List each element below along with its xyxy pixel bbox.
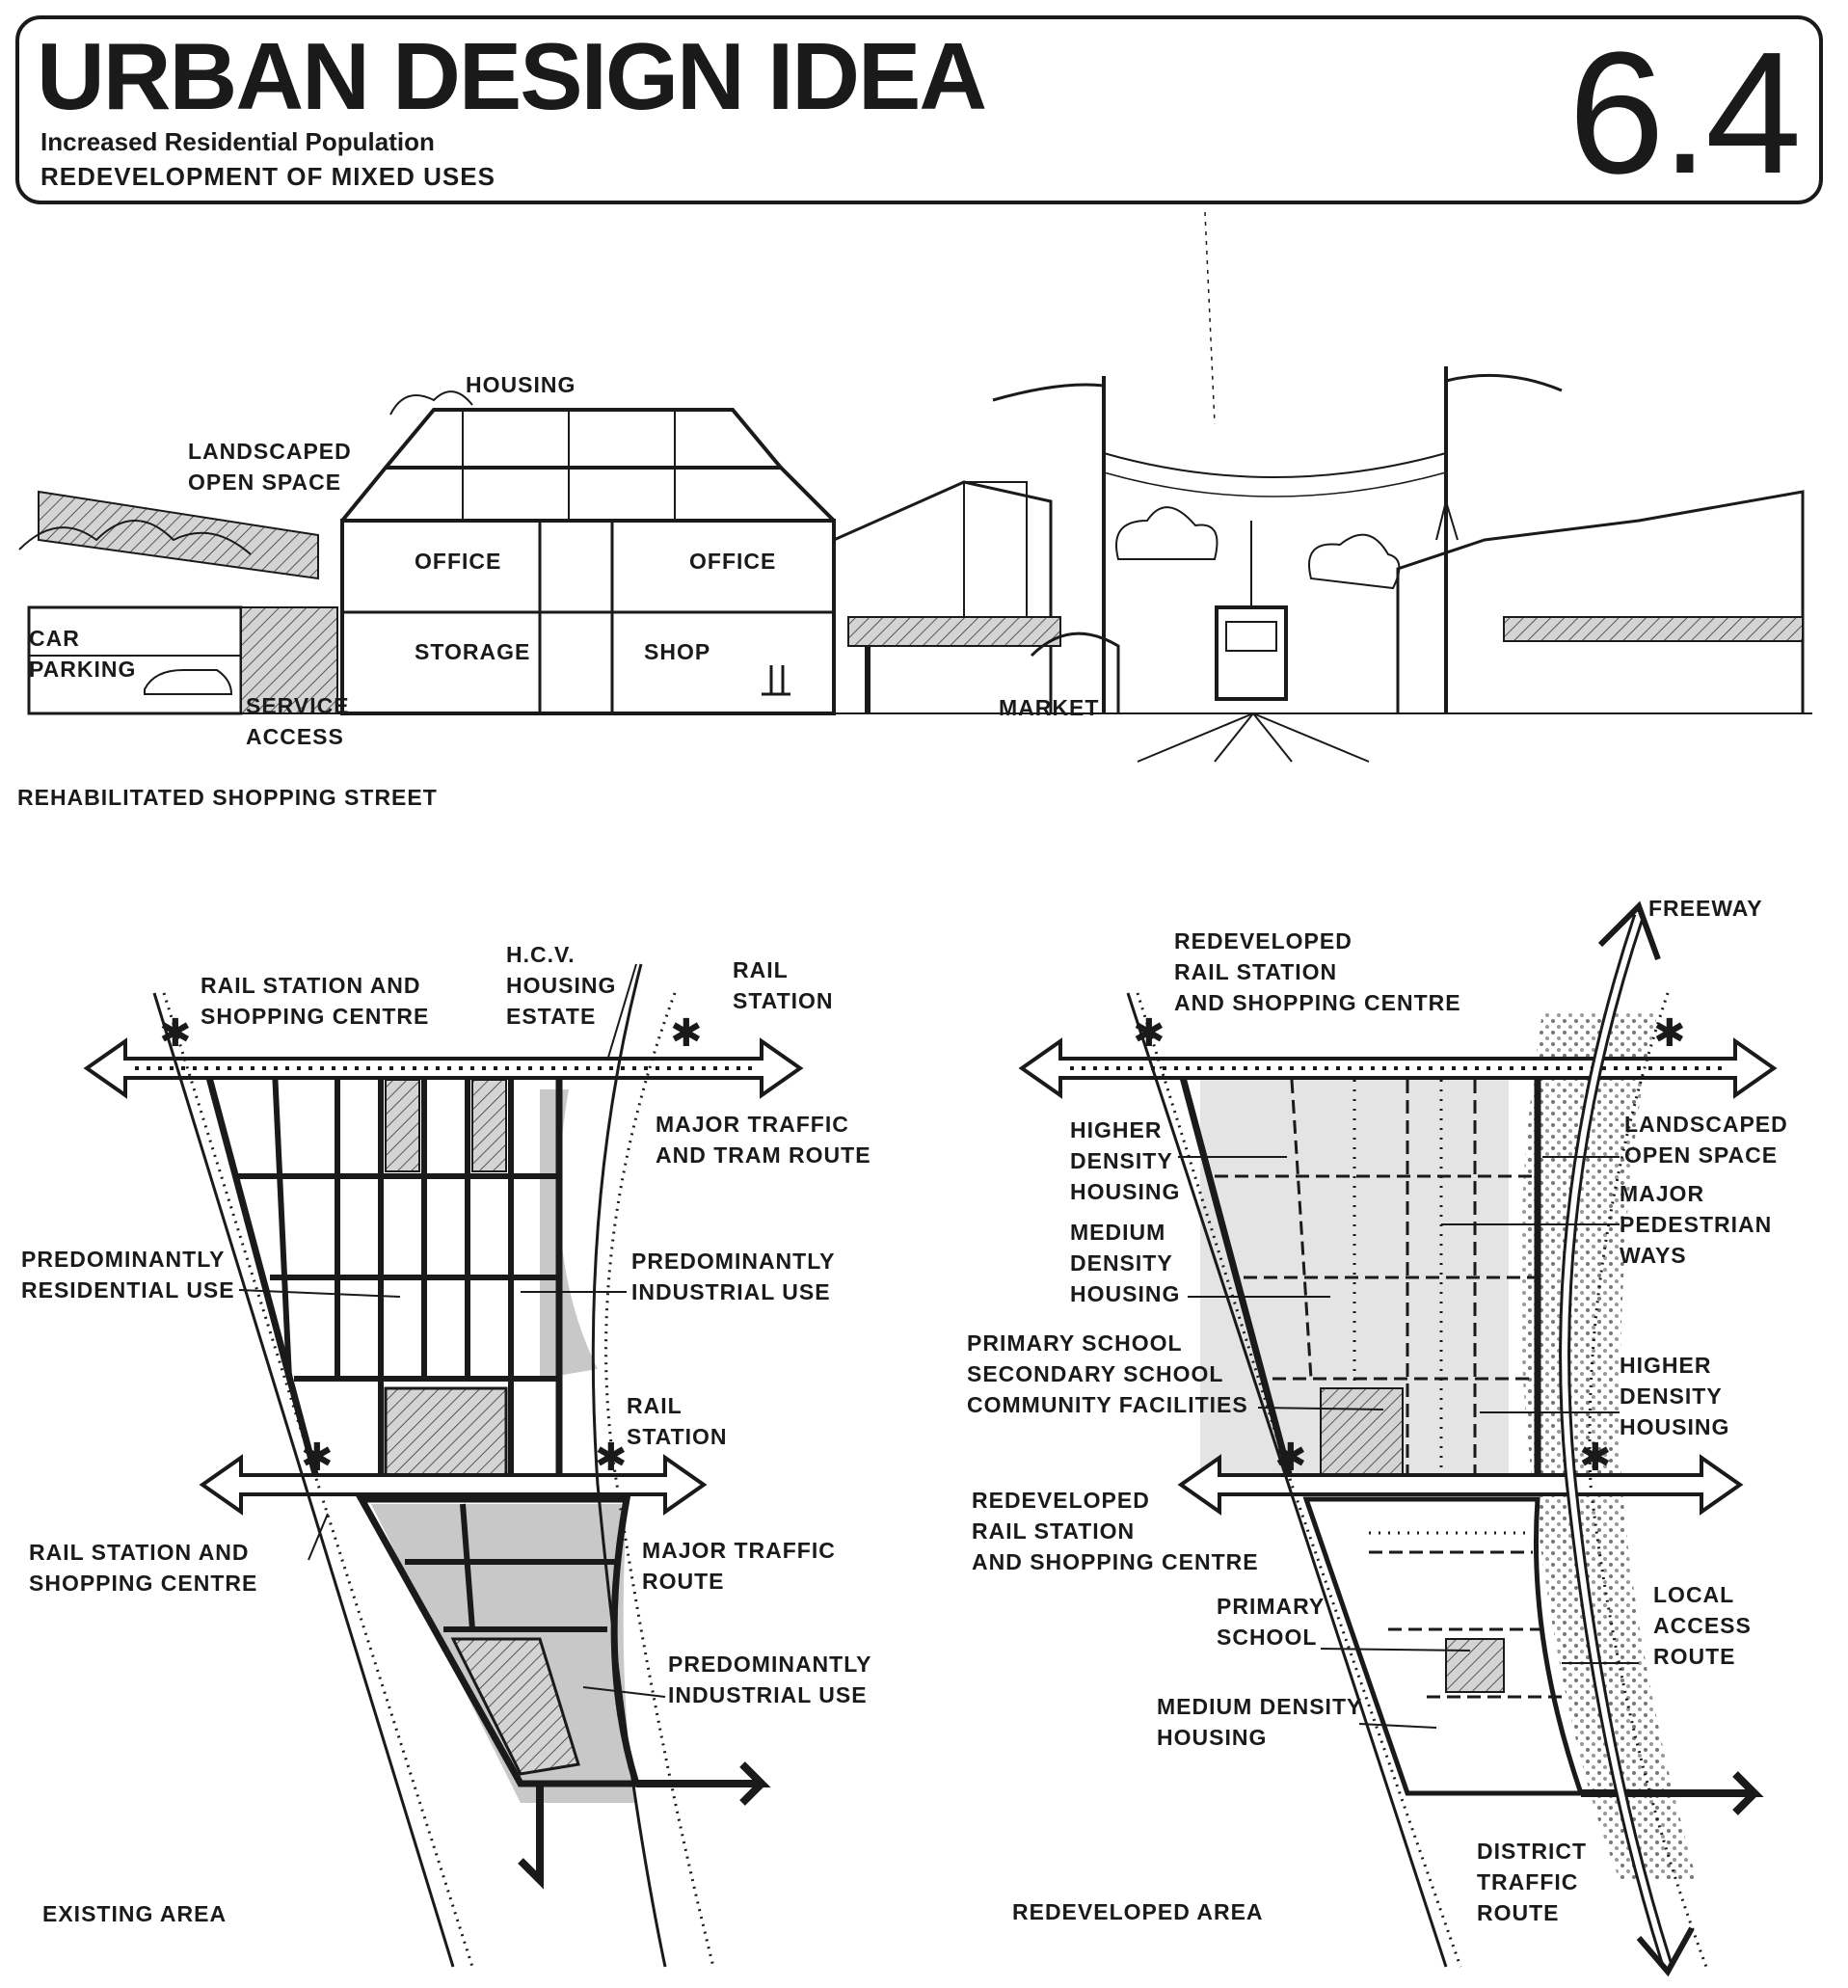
label-office-right: OFFICE [689,546,776,577]
svg-text:✱: ✱ [1579,1436,1612,1480]
label-higher-density-right: HIGHER DENSITY HOUSING [1620,1350,1729,1442]
svg-text:✱: ✱ [595,1436,628,1480]
label-predominantly-industrial-2: PREDOMINANTLY INDUSTRIAL USE [668,1649,872,1710]
label-schools-community: PRIMARY SCHOOL SECONDARY SCHOOL COMMUNIT… [967,1328,1248,1420]
label-predominantly-residential: PREDOMINANTLY RESIDENTIAL USE [21,1244,235,1305]
label-service-access: SERVICE ACCESS [246,690,350,752]
caption-existing-area: EXISTING AREA [42,1901,227,1927]
label-district-traffic-route: DISTRICT TRAFFIC ROUTE [1477,1836,1587,1928]
label-hcv-housing-estate: H.C.V. HOUSING ESTATE [506,939,616,1032]
caption-rehabilitated-street: REHABILITATED SHOPPING STREET [17,785,438,811]
label-landscaped-open-space-street: LANDSCAPED OPEN SPACE [188,436,352,497]
label-higher-density-left: HIGHER DENSITY HOUSING [1070,1115,1180,1207]
label-rail-station-mid: RAIL STATION [627,1390,728,1452]
label-rail-station-shopping-bottom: RAIL STATION AND SHOPPING CENTRE [29,1537,257,1598]
label-local-access-route: LOCAL ACCESS ROUTE [1653,1579,1752,1672]
svg-text:✱: ✱ [1274,1436,1307,1480]
label-freeway: FREEWAY [1648,893,1763,924]
label-primary-school: PRIMARY SCHOOL [1217,1591,1325,1652]
label-redeveloped-rail-bottom: REDEVELOPED RAIL STATION AND SHOPPING CE… [972,1485,1259,1577]
label-shop: SHOP [644,636,710,667]
label-housing: HOUSING [466,369,576,400]
svg-text:✱: ✱ [301,1436,334,1480]
label-car-parking: CAR PARKING [29,623,136,685]
label-major-traffic-route: MAJOR TRAFFIC ROUTE [642,1535,836,1597]
label-rail-station-shopping-top: RAIL STATION AND SHOPPING CENTRE [201,970,429,1032]
label-storage: STORAGE [415,636,530,667]
label-landscaped-open-space-plan: LANDSCAPED OPEN SPACE [1624,1109,1788,1170]
label-redeveloped-rail-top: REDEVELOPED RAIL STATION AND SHOPPING CE… [1174,926,1461,1018]
svg-text:✱: ✱ [1653,1011,1686,1056]
label-medium-density-housing: MEDIUM DENSITY HOUSING [1070,1217,1180,1309]
label-predominantly-industrial-1: PREDOMINANTLY INDUSTRIAL USE [631,1246,836,1307]
svg-text:✱: ✱ [159,1011,192,1056]
label-office-left: OFFICE [415,546,501,577]
label-major-traffic-tram: MAJOR TRAFFIC AND TRAM ROUTE [656,1109,871,1170]
caption-redeveloped-area: REDEVELOPED AREA [1012,1899,1264,1925]
label-major-pedestrian-ways: MAJOR PEDESTRIAN WAYS [1620,1178,1772,1271]
label-rail-station-top: RAIL STATION [733,954,834,1016]
label-market: MARKET [999,692,1099,723]
label-medium-density-housing-2: MEDIUM DENSITY HOUSING [1157,1691,1362,1753]
svg-text:✱: ✱ [670,1011,703,1056]
svg-text:✱: ✱ [1133,1011,1165,1056]
